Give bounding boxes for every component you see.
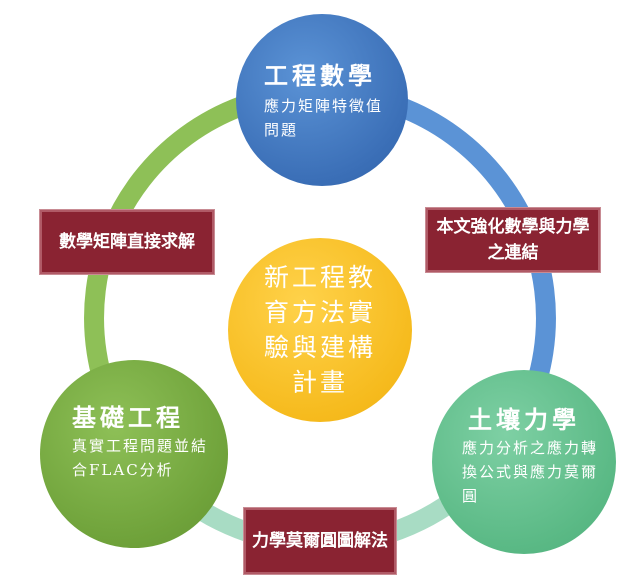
link-label-math-mechanics-text: 本文強化數學與力學之連結 bbox=[436, 217, 590, 263]
node-soil-mechanics-title: 土壤力學 bbox=[468, 405, 580, 434]
link-label-matrix-solve: 數學矩陣直接求解 bbox=[40, 210, 214, 274]
node-engineering-math: 工程數學 應力矩陣特徵值問題 bbox=[236, 14, 408, 186]
link-label-matrix-solve-text: 數學矩陣直接求解 bbox=[59, 232, 195, 252]
link-label-mohr-circle: 力學莫爾圓圖解法 bbox=[244, 508, 396, 574]
node-soil-mechanics-desc: 應力分析之應力轉換公式與應力莫爾圓 bbox=[462, 439, 599, 505]
node-foundation-engineering: 基礎工程 真實工程問題並結合FLAC分析 bbox=[40, 360, 228, 548]
node-center-plan: 新工程教育方法實驗與建構計畫 bbox=[228, 238, 412, 422]
node-foundation-engineering-desc: 真實工程問題並結合FLAC分析 bbox=[72, 437, 209, 479]
node-center-plan-text: 新工程教育方法實驗與建構計畫 bbox=[263, 263, 376, 397]
node-engineering-math-title: 工程數學 bbox=[264, 61, 376, 90]
link-label-math-mechanics: 本文強化數學與力學之連結 bbox=[426, 208, 600, 272]
node-foundation-engineering-title: 基礎工程 bbox=[72, 403, 184, 432]
link-label-mohr-circle-text: 力學莫爾圓圖解法 bbox=[252, 531, 388, 551]
node-soil-mechanics: 土壤力學 應力分析之應力轉換公式與應力莫爾圓 bbox=[432, 370, 616, 554]
node-engineering-math-desc: 應力矩陣特徵值問題 bbox=[264, 97, 384, 139]
